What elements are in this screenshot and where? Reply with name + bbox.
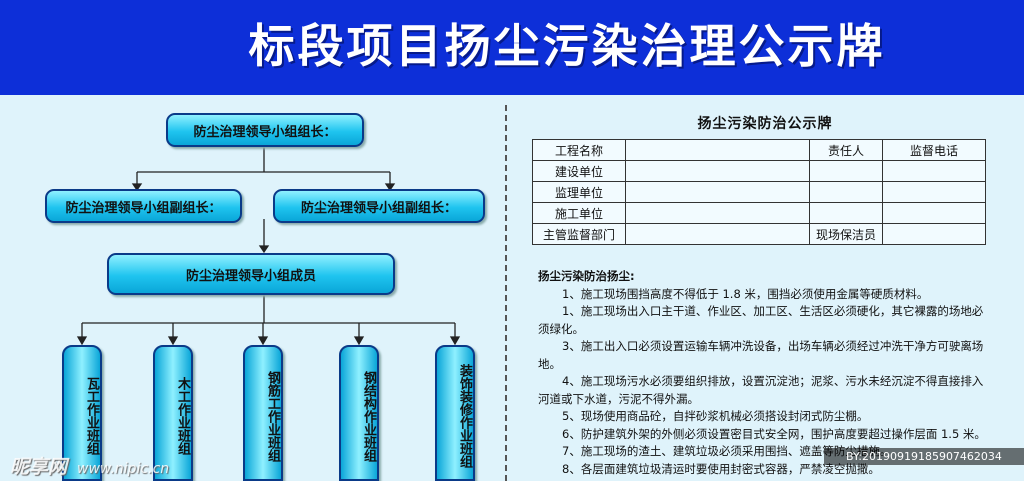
watermark-logo: 昵享网 www.nipic.cn: [10, 452, 169, 479]
table-cell: 主管监督部门: [532, 223, 626, 245]
rule-item: 8、各层面建筑垃圾清运时要使用封密式容器，严禁凌空抛撒。: [562, 461, 880, 476]
rules-section: 扬尘污染防治扬尘: 1、施工现场围挡高度不得低于 1.8 米，围挡必须使用金属等…: [538, 268, 988, 478]
rule-item: 4、施工现场污水必须要组织排放，设置沉淀池；泥浆、污水未经沉淀不得直接排入河道或…: [538, 374, 984, 406]
watermark-id: BY:20190919185907462034: [824, 448, 1024, 465]
table-cell: 监督电话: [882, 139, 986, 161]
table-row: 监理单位: [532, 181, 986, 203]
table-cell: 施工单位: [532, 202, 626, 224]
watermark-url: www.nipic.cn: [77, 461, 170, 477]
table-cell: [625, 139, 810, 161]
rule-item: 3、施工出入口必须设置运输车辆冲洗设备，出场车辆必须经过冲洗干净方可驶离场地。: [538, 339, 984, 371]
header-banner: 标段项目扬尘污染治理公示牌: [0, 0, 1024, 95]
table-cell: [809, 202, 883, 224]
table-cell: 责任人: [809, 139, 883, 161]
rule-item: 5、现场使用商品砼，自拌砂浆机械必须搭设封闭式防尘棚。: [562, 409, 869, 423]
table-cell: 现场保洁员: [809, 223, 883, 245]
center-divider: [505, 105, 507, 481]
deputy-leader-left-box: 防尘治理领导小组副组长：: [45, 189, 242, 223]
members-box: 防尘治理领导小组成员: [107, 253, 395, 295]
team-box-rebar: 钢筋工作业班组: [243, 345, 283, 481]
team-box-carpentry: 木工作业班组: [153, 345, 193, 481]
rule-item: 6、防护建筑外架的外侧必须设置密目式安全网，围护高度要超过操作层面 1.5 米。: [562, 426, 986, 441]
rule-item: 1、施工现场围挡高度不得低于 1.8 米，围挡必须使用金属等硬质材料。: [562, 286, 929, 301]
team-box-tiling: 瓦工作业班组: [62, 345, 102, 481]
team-box-decoration: 装饰装修作业班组: [435, 345, 475, 481]
project-info-table: 工程名称 责任人 监督电话 建设单位 监理单位 施工单位 主管监督部门 现场保洁…: [532, 139, 986, 245]
table-cell: [882, 223, 986, 245]
table-row: 主管监督部门 现场保洁员: [532, 223, 986, 245]
table-cell: [809, 160, 883, 182]
table-cell: 监理单位: [532, 181, 626, 203]
rule-item: 7、施工现场的渣土、建筑垃圾必须采用围挡、遮盖等防尘措施。: [562, 444, 892, 458]
rules-heading: 扬尘污染防治扬尘:: [538, 269, 635, 283]
table-cell: [882, 202, 986, 224]
deputy-leader-right-box: 防尘治理领导小组副组长：: [273, 189, 485, 223]
org-chart-connectors: [76, 145, 461, 346]
table-row: 建设单位: [532, 160, 986, 182]
page-title: 标段项目扬尘污染治理公示牌: [248, 19, 886, 73]
table-cell: [625, 181, 810, 203]
leader-box: 防尘治理领导小组组长：: [166, 113, 364, 147]
table-cell: 工程名称: [532, 139, 626, 161]
team-box-steel-structure: 钢结构作业班组: [339, 345, 379, 481]
table-cell: [625, 223, 810, 245]
watermark-text: 昵享网: [10, 456, 68, 478]
table-cell: 建设单位: [532, 160, 626, 182]
table-row: 工程名称 责任人 监督电话: [532, 139, 986, 161]
rule-item: 1、施工现场出入口主干道、作业区、加工区、生活区必须硬化，其它裸露的场地必须绿化…: [538, 304, 984, 336]
table-cell: [882, 181, 986, 203]
panel-title: 扬尘污染防治公示牌: [697, 116, 833, 132]
table-cell: [625, 160, 810, 182]
table-cell: [809, 181, 883, 203]
table-cell: [882, 160, 986, 182]
table-row: 施工单位: [532, 202, 986, 224]
table-cell: [625, 202, 810, 224]
